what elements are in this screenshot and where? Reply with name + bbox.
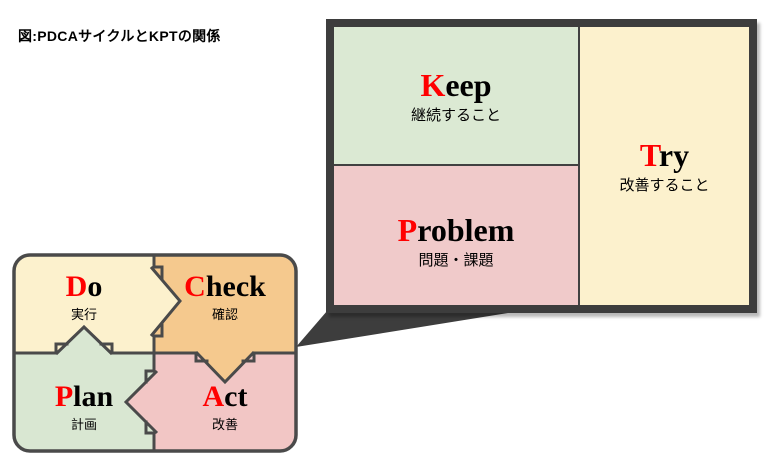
keep-label: Keep	[420, 66, 491, 104]
arrow-do-to-check-tabs	[152, 265, 164, 338]
kpt-grid: Keep 継続すること Try 改善すること Problem 問題・課題	[334, 27, 749, 305]
arrow-act-to-plan-tabs	[144, 369, 156, 435]
problem-rest-letters: roblem	[417, 211, 515, 248]
try-subtitle: 改善すること	[619, 177, 710, 194]
kpt-cell-try: Try 改善すること	[578, 27, 749, 305]
kpt-cell-problem: Problem 問題・課題	[334, 164, 578, 305]
problem-label: Problem	[398, 211, 515, 249]
kpt-cell-keep: Keep 継続すること	[334, 27, 578, 164]
problem-initial-letter: P	[397, 211, 418, 248]
pdca-outline	[12, 253, 298, 453]
arrow-check-to-act-tabs	[194, 351, 256, 363]
keep-initial-letter: K	[420, 66, 446, 103]
keep-subtitle: 継続すること	[410, 106, 501, 124]
problem-subtitle: 問題・課題	[418, 251, 494, 269]
try-initial-letter: T	[639, 137, 659, 173]
try-rest-letters: ry	[658, 137, 690, 173]
figure-title: 図:PDCAサイクルとKPTの関係	[18, 28, 221, 44]
kpt-board: Keep 継続すること Try 改善すること Problem 問題・課題	[326, 19, 757, 313]
keep-rest-letters: eep	[445, 66, 492, 103]
try-label: Try	[640, 136, 689, 174]
arrow-plan-to-do-tabs	[54, 342, 114, 354]
